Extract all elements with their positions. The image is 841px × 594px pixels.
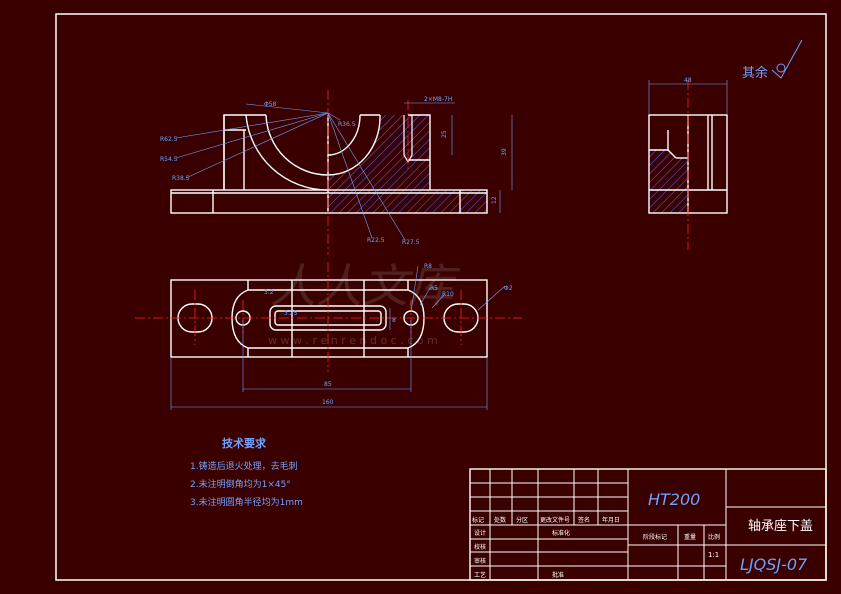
title-block-label: 工艺 (474, 571, 486, 579)
tech-requirement-item: 3.未注明圆角半径均为1mm (190, 498, 303, 508)
title-block-label: 阶段标记 (643, 533, 667, 541)
front-label: 2×M8-7H (424, 96, 452, 103)
drawing-number: LJQSJ-07 (740, 555, 808, 574)
front-label: Φ58 (264, 101, 277, 108)
title-block-label: 标准化 (552, 529, 570, 537)
title-block-label: 重量 (684, 533, 696, 541)
top-label: R10 (442, 291, 454, 298)
title-block-label: 批准 (552, 571, 564, 579)
watermark-url: w w w . r e n r e n d o c . c o m (268, 334, 438, 347)
front-label: R38.5 (172, 175, 190, 182)
surface-finish-symbol (771, 39, 803, 79)
title-block-label: 校核 (474, 543, 486, 551)
side-label: 48 (684, 77, 692, 84)
section-hatch (328, 115, 487, 213)
part-name: 轴承座下盖 (748, 519, 813, 534)
title-block-label: 更改文件号 (540, 516, 570, 524)
title-block-label: 设计 (474, 529, 486, 537)
surface-finish-note: 其余 (742, 65, 768, 81)
title-block-label: 年月日 (602, 516, 620, 524)
top-label: 8 (392, 317, 396, 324)
front-label: R36.5 (338, 121, 356, 128)
sheet-border (55, 13, 827, 581)
watermark: 人人文库 (270, 259, 461, 313)
top-label: R5 (430, 285, 438, 292)
front-label: R54.5 (160, 156, 178, 163)
front-label: R22.5 (367, 237, 385, 244)
top-label: 3.2 (264, 289, 274, 296)
top-label: Φ2 (504, 285, 513, 292)
tech-requirements-title: 技术要求 (222, 437, 266, 450)
title-block-label: 签名 (578, 516, 590, 524)
front-label: 25 (441, 130, 448, 138)
scale-value: 1:1 (708, 551, 719, 559)
title-block-label: 处数 (494, 516, 506, 524)
front-label: 39 (501, 148, 508, 156)
title-block-label: 审核 (474, 557, 486, 565)
front-label: R62.5 (160, 136, 178, 143)
front-label: R27.5 (402, 239, 420, 246)
front-view (170, 114, 488, 214)
title-block-label: 比例 (708, 533, 720, 541)
title-block-label: 标记 (472, 516, 484, 524)
title-block-label: 分区 (516, 516, 528, 524)
side-section-hatch (649, 150, 688, 213)
top-label: 160 (322, 399, 334, 406)
top-label: 3.25 (284, 310, 298, 317)
title-block (469, 468, 827, 581)
tech-requirement-item: 2.未注明倒角均为1×45° (190, 480, 291, 490)
top-label: 85 (324, 381, 332, 388)
side-view (648, 114, 728, 214)
material: HT200 (648, 490, 700, 509)
top-label: R8 (424, 263, 432, 270)
tech-requirement-item: 1.铸造后退火处理，去毛刺 (190, 462, 298, 472)
front-label: 12 (491, 196, 498, 204)
